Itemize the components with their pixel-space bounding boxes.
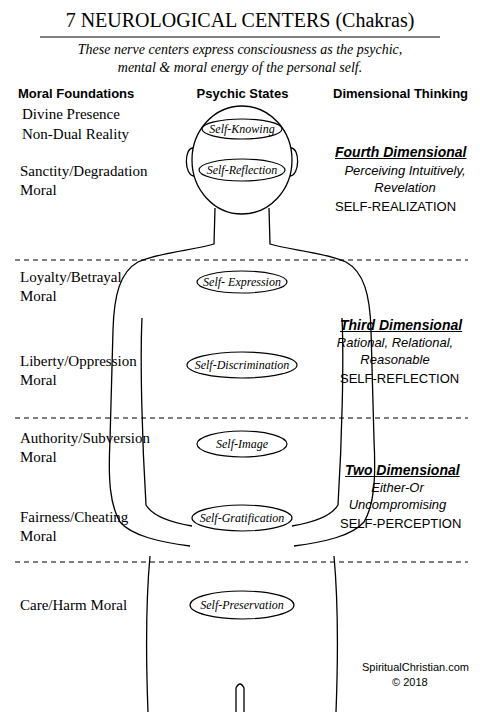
psychic-state-text: Self-Reflection (207, 163, 278, 178)
torso-outline (334, 556, 337, 712)
psychic-state-oval: Self- Expression (196, 270, 288, 294)
section-divider (15, 562, 468, 563)
psychic-state-oval: Self-Reflection (198, 158, 286, 182)
dimension-heading: Two Dimensional (345, 461, 475, 479)
oval-shape (202, 119, 282, 139)
psychic-state-oval: Self-Discrimination (186, 351, 298, 379)
oval-shape (197, 271, 287, 293)
subtitle: These nerve centers express consciousnes… (60, 41, 420, 77)
dimension-heading: Third Dimensional (340, 316, 475, 334)
section-divider (15, 260, 468, 261)
copyright-note: © 2018 (392, 675, 472, 689)
moral-foundation: Loyalty/Betrayal Moral (20, 268, 140, 306)
diagram-title: 7 NEUROLOGICAL CENTERS (Chakras) (0, 9, 480, 32)
psychic-state-text: Self-Gratification (200, 511, 285, 526)
dimension-state: SELF-PERCEPTION (340, 516, 475, 532)
oval-shape (190, 591, 294, 619)
psychic-state-text: Self-Knowing (209, 122, 274, 137)
torso-outline (147, 556, 150, 712)
arm-outline (109, 208, 215, 546)
moral-foundation: Fairness/Cheating Moral (20, 508, 145, 546)
oval-shape (192, 505, 292, 531)
moral-foundation: Care/Harm Moral (20, 596, 190, 615)
moral-foundation: Sanctity/Degradation Moral (20, 162, 170, 200)
moral-foundation: Authority/Subversion Moral (20, 429, 170, 467)
oval-shape (187, 352, 297, 378)
psychic-state-text: Self-Preservation (200, 598, 284, 613)
leg-outline (236, 684, 244, 712)
torso-outline (141, 318, 192, 526)
column-header: Dimensional Thinking (333, 86, 480, 102)
torso-outline (292, 318, 343, 526)
psychic-state-oval: Self-Image (196, 430, 288, 458)
dimension-description: Perceiving Intuitively, Revelation (330, 162, 480, 196)
column-header: Moral Foundations (18, 86, 168, 102)
dimension-description: Either-Or Uncompromising (340, 479, 455, 513)
section-divider (15, 418, 468, 419)
dimension-state: SELF-REFLECTION (340, 371, 475, 387)
dimension-description: Rational, Relational, Reasonable (330, 334, 460, 368)
dimension-state: SELF-REALIZATION (335, 199, 475, 215)
psychic-state-oval: Self-Preservation (189, 590, 295, 620)
head-outline (192, 106, 292, 214)
psychic-state-text: Self-Discrimination (195, 358, 290, 373)
copyright-note: SpiritualChristian.com (362, 660, 480, 674)
title-rule (40, 36, 440, 37)
ear-outline (186, 148, 194, 176)
dimension-heading: Fourth Dimensional (335, 143, 475, 161)
psychic-state-text: Self- Expression (203, 275, 281, 290)
psychic-state-oval: Self-Knowing (201, 118, 283, 140)
oval-shape (197, 431, 287, 457)
moral-foundation: Liberty/Oppression Moral (20, 352, 155, 390)
ear-outline (290, 148, 298, 176)
oval-shape (199, 159, 285, 181)
psychic-state-oval: Self-Gratification (191, 504, 293, 532)
moral-foundation: Divine Presence Non-Dual Reality (22, 104, 147, 144)
column-header: Psychic States (180, 86, 305, 102)
psychic-state-text: Self-Image (216, 437, 268, 452)
